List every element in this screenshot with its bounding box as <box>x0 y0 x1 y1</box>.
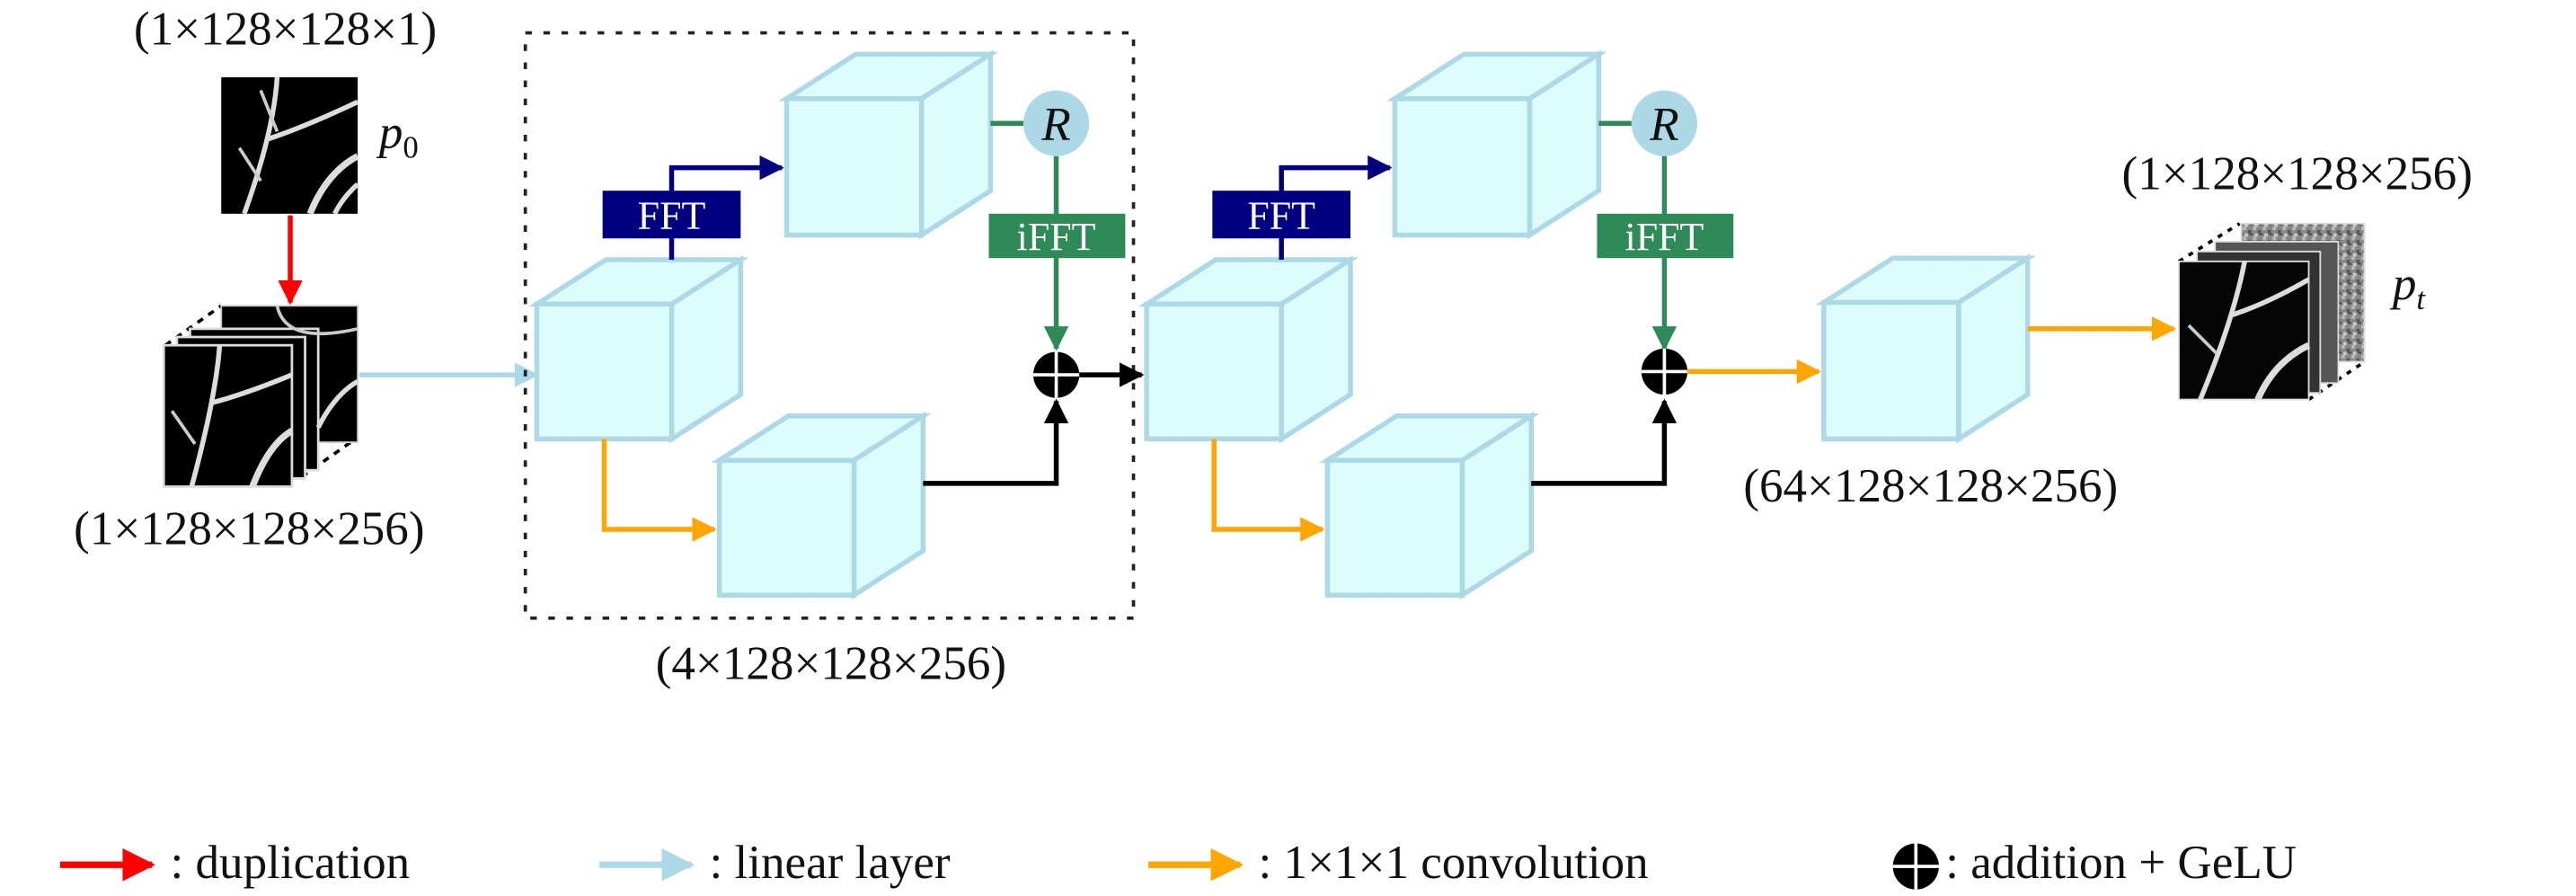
block1-r-node: R <box>1022 90 1090 156</box>
block2-addition-node <box>1641 348 1688 395</box>
block1-skip-arrow <box>923 398 1069 486</box>
svg-text:: 1×1×1 convolution: : 1×1×1 convolution <box>1259 837 1649 889</box>
legend-item-duplication: : duplication <box>59 837 411 889</box>
output-symbol: pt <box>2389 258 2427 316</box>
legend-item-linear-layer: : linear layer <box>598 837 951 889</box>
svg-text:FFT: FFT <box>638 194 706 237</box>
output-stack <box>2178 222 2366 402</box>
block1-ifft-box: iFFT <box>988 213 1126 259</box>
block2-fft-box: FFT <box>1212 191 1351 239</box>
block1-addition-node <box>1032 351 1080 398</box>
svg-text:iFFT: iFFT <box>1625 216 1704 259</box>
input-image-group: (1×128×128×1) p0 <box>134 3 437 216</box>
legend: : duplication : linear layer : 1×1×1 con… <box>59 837 2297 890</box>
svg-text:: linear layer: : linear layer <box>710 837 951 889</box>
block1-shape-label: (4×128×128×256) <box>656 638 1006 690</box>
final-cube <box>1815 253 2037 444</box>
block1-input-cube <box>528 255 749 444</box>
svg-text:iFFT: iFFT <box>1017 216 1096 259</box>
legend-item-conv: : 1×1×1 convolution <box>1148 837 1649 889</box>
svg-text:: addition + GeLU: : addition + GeLU <box>1945 837 2297 889</box>
block1-fft-box: FFT <box>602 191 741 239</box>
input-symbol: p0 <box>376 107 419 165</box>
svg-text:R: R <box>1649 98 1678 150</box>
block2-conv-arrow <box>1211 439 1325 542</box>
legend-item-addition: : addition + GeLU <box>1892 837 2297 890</box>
final-shape-label: (64×128×128×256) <box>1743 460 2118 512</box>
block2-ifft-box: iFFT <box>1597 213 1734 259</box>
output-shape-label: (1×128×128×256) <box>2122 147 2473 200</box>
block2-r-node: R <box>1631 90 1698 156</box>
svg-text:FFT: FFT <box>1247 194 1315 237</box>
svg-text:R: R <box>1040 98 1070 150</box>
input-shape-label: (1×128×128×1) <box>134 3 437 55</box>
block2-conv-cube <box>1319 411 1540 600</box>
block2-skip-arrow <box>1531 398 1677 486</box>
duplicated-shape-label: (1×128×128×256) <box>74 503 424 555</box>
input-image <box>221 76 359 216</box>
block1-conv-cube <box>711 411 932 600</box>
block1-conv-arrow <box>601 439 717 542</box>
svg-text:: duplication: : duplication <box>171 837 411 889</box>
duplicated-stack <box>162 304 359 488</box>
block2-input-cube <box>1138 255 1359 444</box>
legend-addition-icon <box>1892 843 1939 890</box>
block1-spectral-cube <box>778 49 999 240</box>
block2-spectral-cube <box>1386 49 1607 240</box>
